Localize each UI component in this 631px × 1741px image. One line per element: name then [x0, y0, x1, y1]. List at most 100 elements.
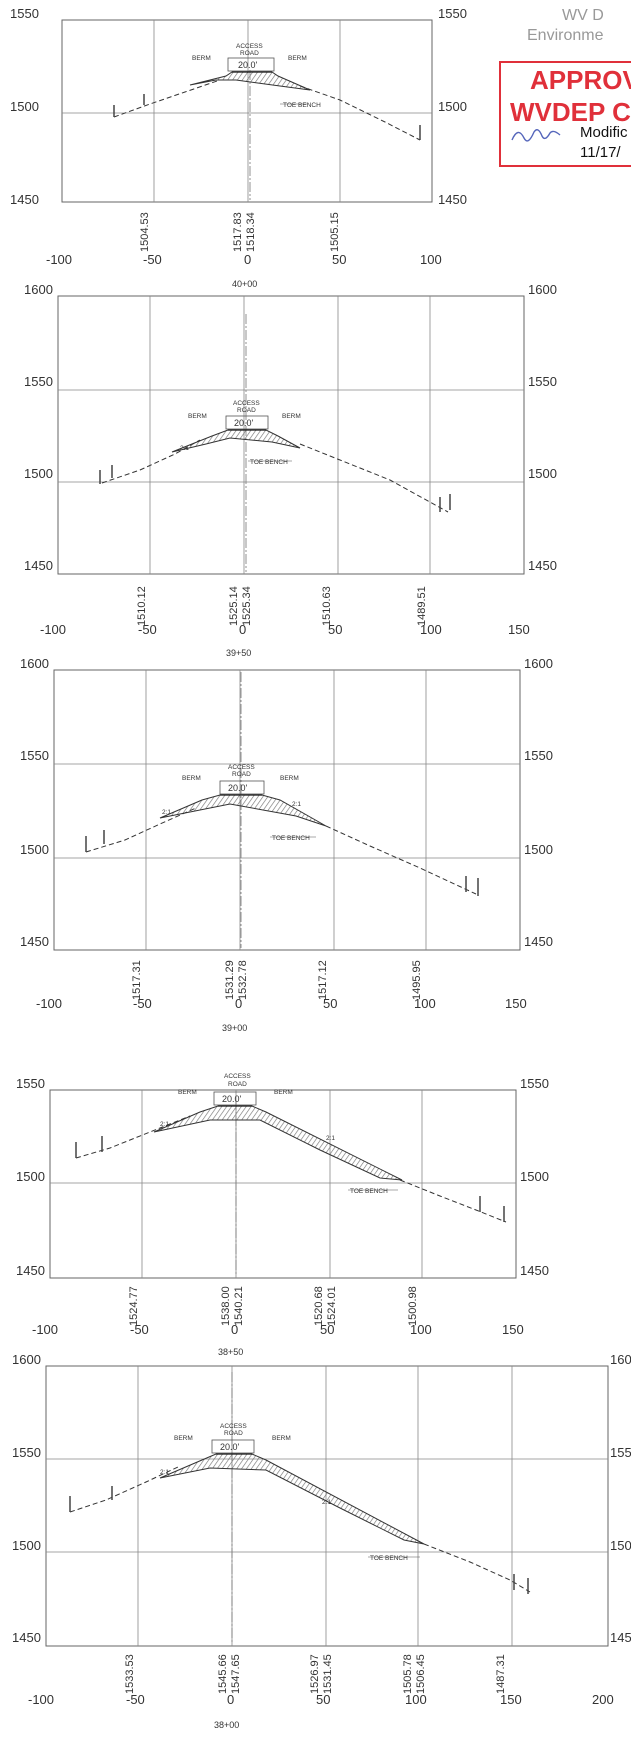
road-width: 20.0': [234, 418, 254, 428]
section-38-50: 1550 1500 1450 1550 1500 1450 -100 -50 0…: [16, 1073, 549, 1357]
y-tick-right: 160: [610, 1352, 631, 1367]
elevation-label: 1495.95: [411, 960, 423, 1000]
stamp-wvdep: WVDEP C: [510, 97, 631, 127]
elevation-label: 1504.53: [139, 212, 151, 252]
berm-label: BERM: [182, 775, 201, 782]
elevation-label: 1518.34: [245, 212, 257, 252]
berm-label: BERM: [282, 413, 301, 420]
y-tick: 1450: [12, 1630, 41, 1645]
access-label: ACCESS: [228, 764, 255, 771]
station-label: 40+00: [232, 279, 257, 289]
x-tick: -100: [46, 252, 72, 267]
elevation-label: 1505.15: [329, 212, 341, 252]
slope-label: 2:1: [160, 1469, 169, 1476]
x-tick: -50: [126, 1692, 145, 1707]
x-tick: 100: [420, 622, 442, 637]
station-label: 38+00: [214, 1720, 239, 1730]
approval-stamp: WV D Environme APPROV WVDEP C Modific 11…: [499, 7, 631, 167]
fill-embankment: [159, 1453, 425, 1545]
x-tick: 150: [502, 1322, 524, 1337]
y-tick: 1600: [12, 1352, 41, 1367]
fill-embankment: [189, 71, 311, 91]
toe-bench-label: TOE BENCH: [272, 835, 310, 842]
x-tick: -50: [130, 1322, 149, 1337]
fill-embankment: [159, 794, 327, 827]
y-tick-right: 1550: [524, 748, 553, 763]
elevation-label: 1506.45: [415, 1654, 427, 1694]
y-tick: 1550: [10, 6, 39, 21]
y-tick: 1600: [20, 656, 49, 671]
y-tick-right: 1500: [524, 842, 553, 857]
y-tick: 1450: [16, 1263, 45, 1278]
stamp-agency-line2: Environme: [527, 27, 604, 44]
x-tick: 50: [320, 1322, 334, 1337]
y-tick-right: 1600: [524, 656, 553, 671]
road-label: ROAD: [228, 1081, 247, 1088]
fill-embankment: [153, 1105, 403, 1181]
elevation-label: 1545.66: [217, 1654, 229, 1694]
elevation-label: 1531.29: [224, 960, 236, 1000]
x-tick: 100: [420, 252, 442, 267]
y-tick-right: 1450: [520, 1263, 549, 1278]
berm-label: BERM: [174, 1435, 193, 1442]
x-tick: 50: [323, 996, 337, 1011]
toe-bench-label: TOE BENCH: [370, 1555, 408, 1562]
elevation-label: 1525.14: [228, 586, 240, 626]
elevation-label: 1531.45: [322, 1654, 334, 1694]
existing-ground-left: [85, 807, 197, 853]
elevation-label: 1510.12: [136, 586, 148, 626]
section-frame: [57, 295, 525, 575]
y-tick-right: 1500: [520, 1169, 549, 1184]
slope-label: 2:1: [180, 445, 189, 452]
existing-ground-left: [113, 79, 221, 118]
x-tick: 200: [592, 1692, 614, 1707]
y-tick-right: 1550: [438, 6, 467, 21]
stamp-approved: APPROV: [530, 65, 631, 95]
section-39-00: 1600 1550 1500 1450 1600 1550 1500 1450 …: [20, 656, 553, 1033]
toe-bench-label: TOE BENCH: [350, 1188, 388, 1195]
station-label: 39+50: [226, 648, 251, 658]
section-40-00: 1550 1500 1450 1550 1500 1450 -100 -50 0…: [10, 6, 467, 289]
y-tick: 1500: [16, 1169, 45, 1184]
y-tick-right: 1500: [528, 466, 557, 481]
existing-ground-right: [423, 1543, 531, 1593]
elevation-label: 1524.77: [128, 1286, 140, 1326]
existing-ground-right: [299, 85, 421, 141]
station-label: 38+50: [218, 1347, 243, 1357]
x-tick: 50: [332, 252, 346, 267]
road-width: 20.0': [220, 1442, 240, 1452]
y-tick-right: 1450: [528, 558, 557, 573]
x-tick: -50: [138, 622, 157, 637]
road-width: 20.0': [222, 1094, 242, 1104]
stamp-modified: Modific: [580, 124, 628, 141]
road-label: ROAD: [237, 407, 256, 414]
y-tick-right: 155: [610, 1445, 631, 1460]
berm-label: BERM: [288, 55, 307, 62]
road-label: ROAD: [224, 1430, 243, 1437]
elevation-label: 1510.63: [321, 586, 333, 626]
elevation-label: 1505.78: [402, 1654, 414, 1694]
stamp-date: 11/17/: [580, 144, 621, 161]
elevation-label: 1547.65: [230, 1654, 242, 1694]
x-tick: -100: [36, 996, 62, 1011]
elevation-label: 1540.21: [233, 1286, 245, 1326]
x-tick: -100: [28, 1692, 54, 1707]
section-frame: [61, 19, 433, 203]
berm-label: BERM: [192, 55, 211, 62]
signature-scribble: [511, 129, 561, 142]
x-tick: 50: [328, 622, 342, 637]
station-label: 39+00: [222, 1023, 247, 1033]
berm-label: BERM: [274, 1089, 293, 1096]
x-tick: 150: [505, 996, 527, 1011]
road-label: ROAD: [232, 771, 251, 778]
y-tick-right: 1450: [438, 192, 467, 207]
y-tick: 1450: [24, 558, 53, 573]
section-frame: [49, 1089, 517, 1279]
existing-ground-right: [399, 1179, 507, 1223]
x-tick: -100: [40, 622, 66, 637]
access-label: ACCESS: [233, 400, 260, 407]
elevation-label: 1487.31: [495, 1654, 507, 1694]
berm-label: BERM: [188, 413, 207, 420]
access-label: ACCESS: [236, 43, 263, 50]
